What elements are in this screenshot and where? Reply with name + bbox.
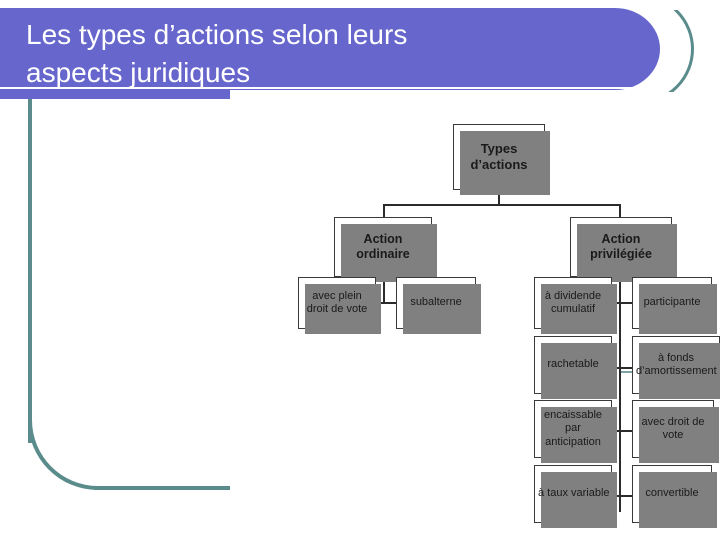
node-a-fonds-damortissement[interactable]: à fonds d’amortissement xyxy=(632,336,720,399)
node-label: à fonds d’amortissement xyxy=(636,351,717,377)
node-label: avec plein droit de vote xyxy=(306,289,368,315)
node-types-actions[interactable]: Types d’actions xyxy=(453,124,550,195)
banner-tab-left xyxy=(0,90,116,99)
connector-ordinaire-spine xyxy=(383,277,385,302)
node-encaissable-par-anticipation[interactable]: encaissable par anticipation xyxy=(534,400,617,463)
node-label: convertible xyxy=(645,487,699,500)
node-participante[interactable]: participante xyxy=(632,277,717,334)
node-a-dividende-cumulatif[interactable]: à dividende cumulatif xyxy=(534,277,617,334)
banner-tab-right xyxy=(116,90,230,99)
node-label: Action ordinaire xyxy=(356,231,410,261)
node-label: avec droit de vote xyxy=(641,415,705,441)
title-banner xyxy=(0,8,660,90)
connector-root-stem xyxy=(498,190,500,204)
connector-root-bus xyxy=(383,204,620,206)
node-label: à dividende cumulatif xyxy=(544,289,602,315)
node-action-ordinaire[interactable]: Action ordinaire xyxy=(334,217,437,282)
connector-drop-privilegiee xyxy=(619,204,621,217)
node-avec-droit-de-vote[interactable]: avec droit de vote xyxy=(632,400,719,463)
node-a-taux-variable[interactable]: à taux variable xyxy=(534,465,617,528)
connector-priv-tee-1 xyxy=(612,302,632,304)
connector-priv-tee-3 xyxy=(612,430,632,432)
node-rachetable[interactable]: rachetable xyxy=(534,336,617,399)
connector-ordinaire-tee-1 xyxy=(376,302,396,304)
node-subalterne[interactable]: subalterne xyxy=(396,277,481,334)
node-label: subalterne xyxy=(410,296,462,309)
node-label: à taux variable xyxy=(538,487,610,500)
node-label: rachetable xyxy=(547,358,599,371)
banner-divider xyxy=(0,87,640,89)
org-chart: Types d’actions Action ordinaire Action … xyxy=(288,124,720,528)
node-label: participante xyxy=(643,296,701,309)
node-label: encaissable par anticipation xyxy=(543,408,603,448)
node-convertible[interactable]: convertible xyxy=(632,465,717,528)
connector-privilegiee-spine xyxy=(619,277,621,512)
accent-horizontal-line xyxy=(94,486,230,490)
accent-arc xyxy=(636,10,720,92)
node-avec-plein-droit-de-vote[interactable]: avec plein droit de vote xyxy=(298,277,381,334)
connector-priv-tee-2 xyxy=(612,367,632,369)
page-title: Les types d’actions selon leurs aspects … xyxy=(26,19,408,88)
node-label: Action privilégiée xyxy=(590,231,652,261)
connector-drop-ordinaire xyxy=(383,204,385,217)
node-label: Types d’actions xyxy=(470,141,528,172)
accent-corner-curve xyxy=(28,420,98,490)
connector-priv-tee-4 xyxy=(612,495,632,497)
node-action-privilegiee[interactable]: Action privilégiée xyxy=(570,217,677,282)
accent-vertical-line xyxy=(28,99,32,443)
